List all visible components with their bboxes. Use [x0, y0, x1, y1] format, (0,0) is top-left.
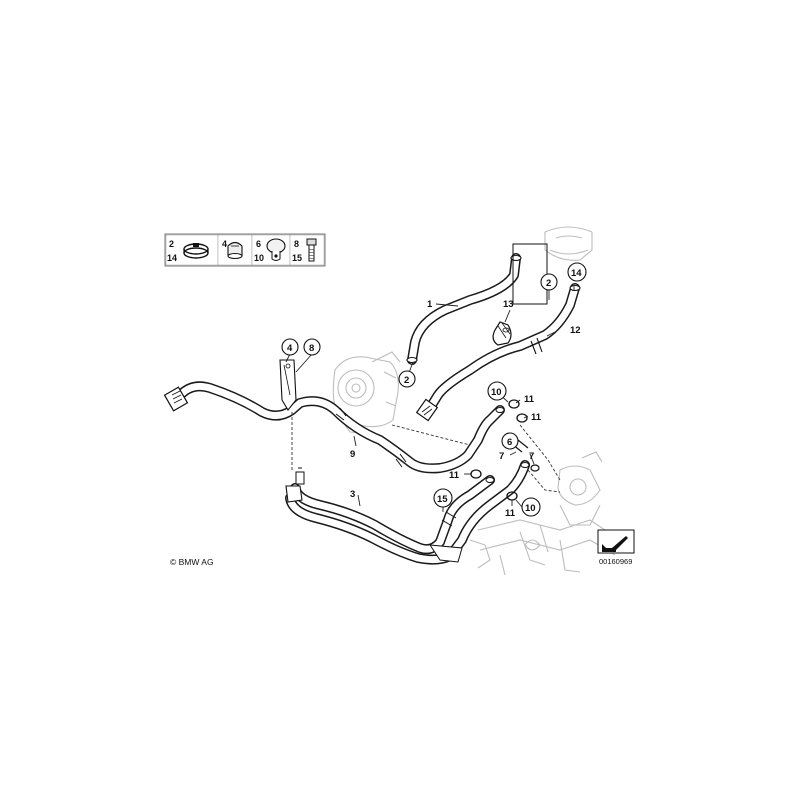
- callout-circle: [281, 338, 299, 356]
- callout-circle: [540, 273, 558, 291]
- callout-circle: [521, 497, 541, 517]
- legend-number: 10: [254, 253, 264, 263]
- callout-11: 11: [524, 394, 535, 405]
- hose-1: [406, 243, 548, 365]
- callout-11: 11: [449, 470, 460, 481]
- callout-10: 10: [491, 387, 502, 398]
- callout-2: 2: [546, 278, 551, 289]
- callouts: 1 2 2 14 13 12 4 8 9 3 10 11 11 6 7 7 11…: [281, 262, 587, 519]
- parts-legend: 2 14 4 6 10 8 15: [164, 233, 326, 267]
- callout-11: 11: [505, 508, 516, 519]
- callout-14: 14: [571, 268, 582, 279]
- callout-7: 7: [529, 451, 534, 462]
- legend-number: 8: [294, 239, 299, 249]
- callout-10: 10: [525, 503, 536, 514]
- bracket-clip-icon: [227, 241, 243, 259]
- reference-lines: [291, 412, 561, 493]
- steering-gear-illustration: [469, 451, 621, 576]
- callout-6: 6: [507, 437, 512, 448]
- copyright-text: © BMW AG: [170, 557, 214, 567]
- callout-circle: [433, 488, 453, 508]
- hose-clamp-icon: [183, 243, 209, 259]
- callout-11: 11: [531, 412, 542, 423]
- hose-12: [415, 283, 581, 422]
- callout-circle: [487, 381, 507, 401]
- direction-arrow-icon: [597, 529, 635, 554]
- callout-circle: [501, 432, 519, 450]
- legend-number: 15: [292, 253, 302, 263]
- callout-15: 15: [437, 494, 448, 505]
- callout-4: 4: [287, 343, 293, 354]
- legend-number: 4: [222, 239, 227, 249]
- cap-plug-icon: [266, 238, 286, 261]
- callout-1: 1: [427, 299, 433, 310]
- callout-12: 12: [570, 325, 581, 336]
- hose-3: [285, 460, 530, 565]
- reservoir-illustration: [544, 226, 593, 261]
- clip-13: [492, 321, 512, 346]
- callout-circle: [398, 370, 416, 388]
- callout-circle: [567, 262, 587, 282]
- callout-13: 13: [503, 299, 514, 310]
- legend-number: 14: [167, 253, 177, 263]
- callout-2: 2: [404, 375, 409, 386]
- bracket-4: [279, 359, 297, 411]
- callout-circle: [303, 338, 321, 356]
- seal-rings: [470, 399, 540, 501]
- callout-3: 3: [350, 489, 355, 500]
- legend-number: 2: [169, 239, 174, 249]
- callout-8: 8: [309, 343, 314, 354]
- hose-9: [163, 381, 505, 474]
- callout-7: 7: [499, 451, 504, 462]
- callout-9: 9: [350, 449, 355, 460]
- legend-number: 6: [256, 239, 261, 249]
- bolt-icon: [306, 238, 317, 262]
- drawing-number: 00160969: [599, 557, 632, 566]
